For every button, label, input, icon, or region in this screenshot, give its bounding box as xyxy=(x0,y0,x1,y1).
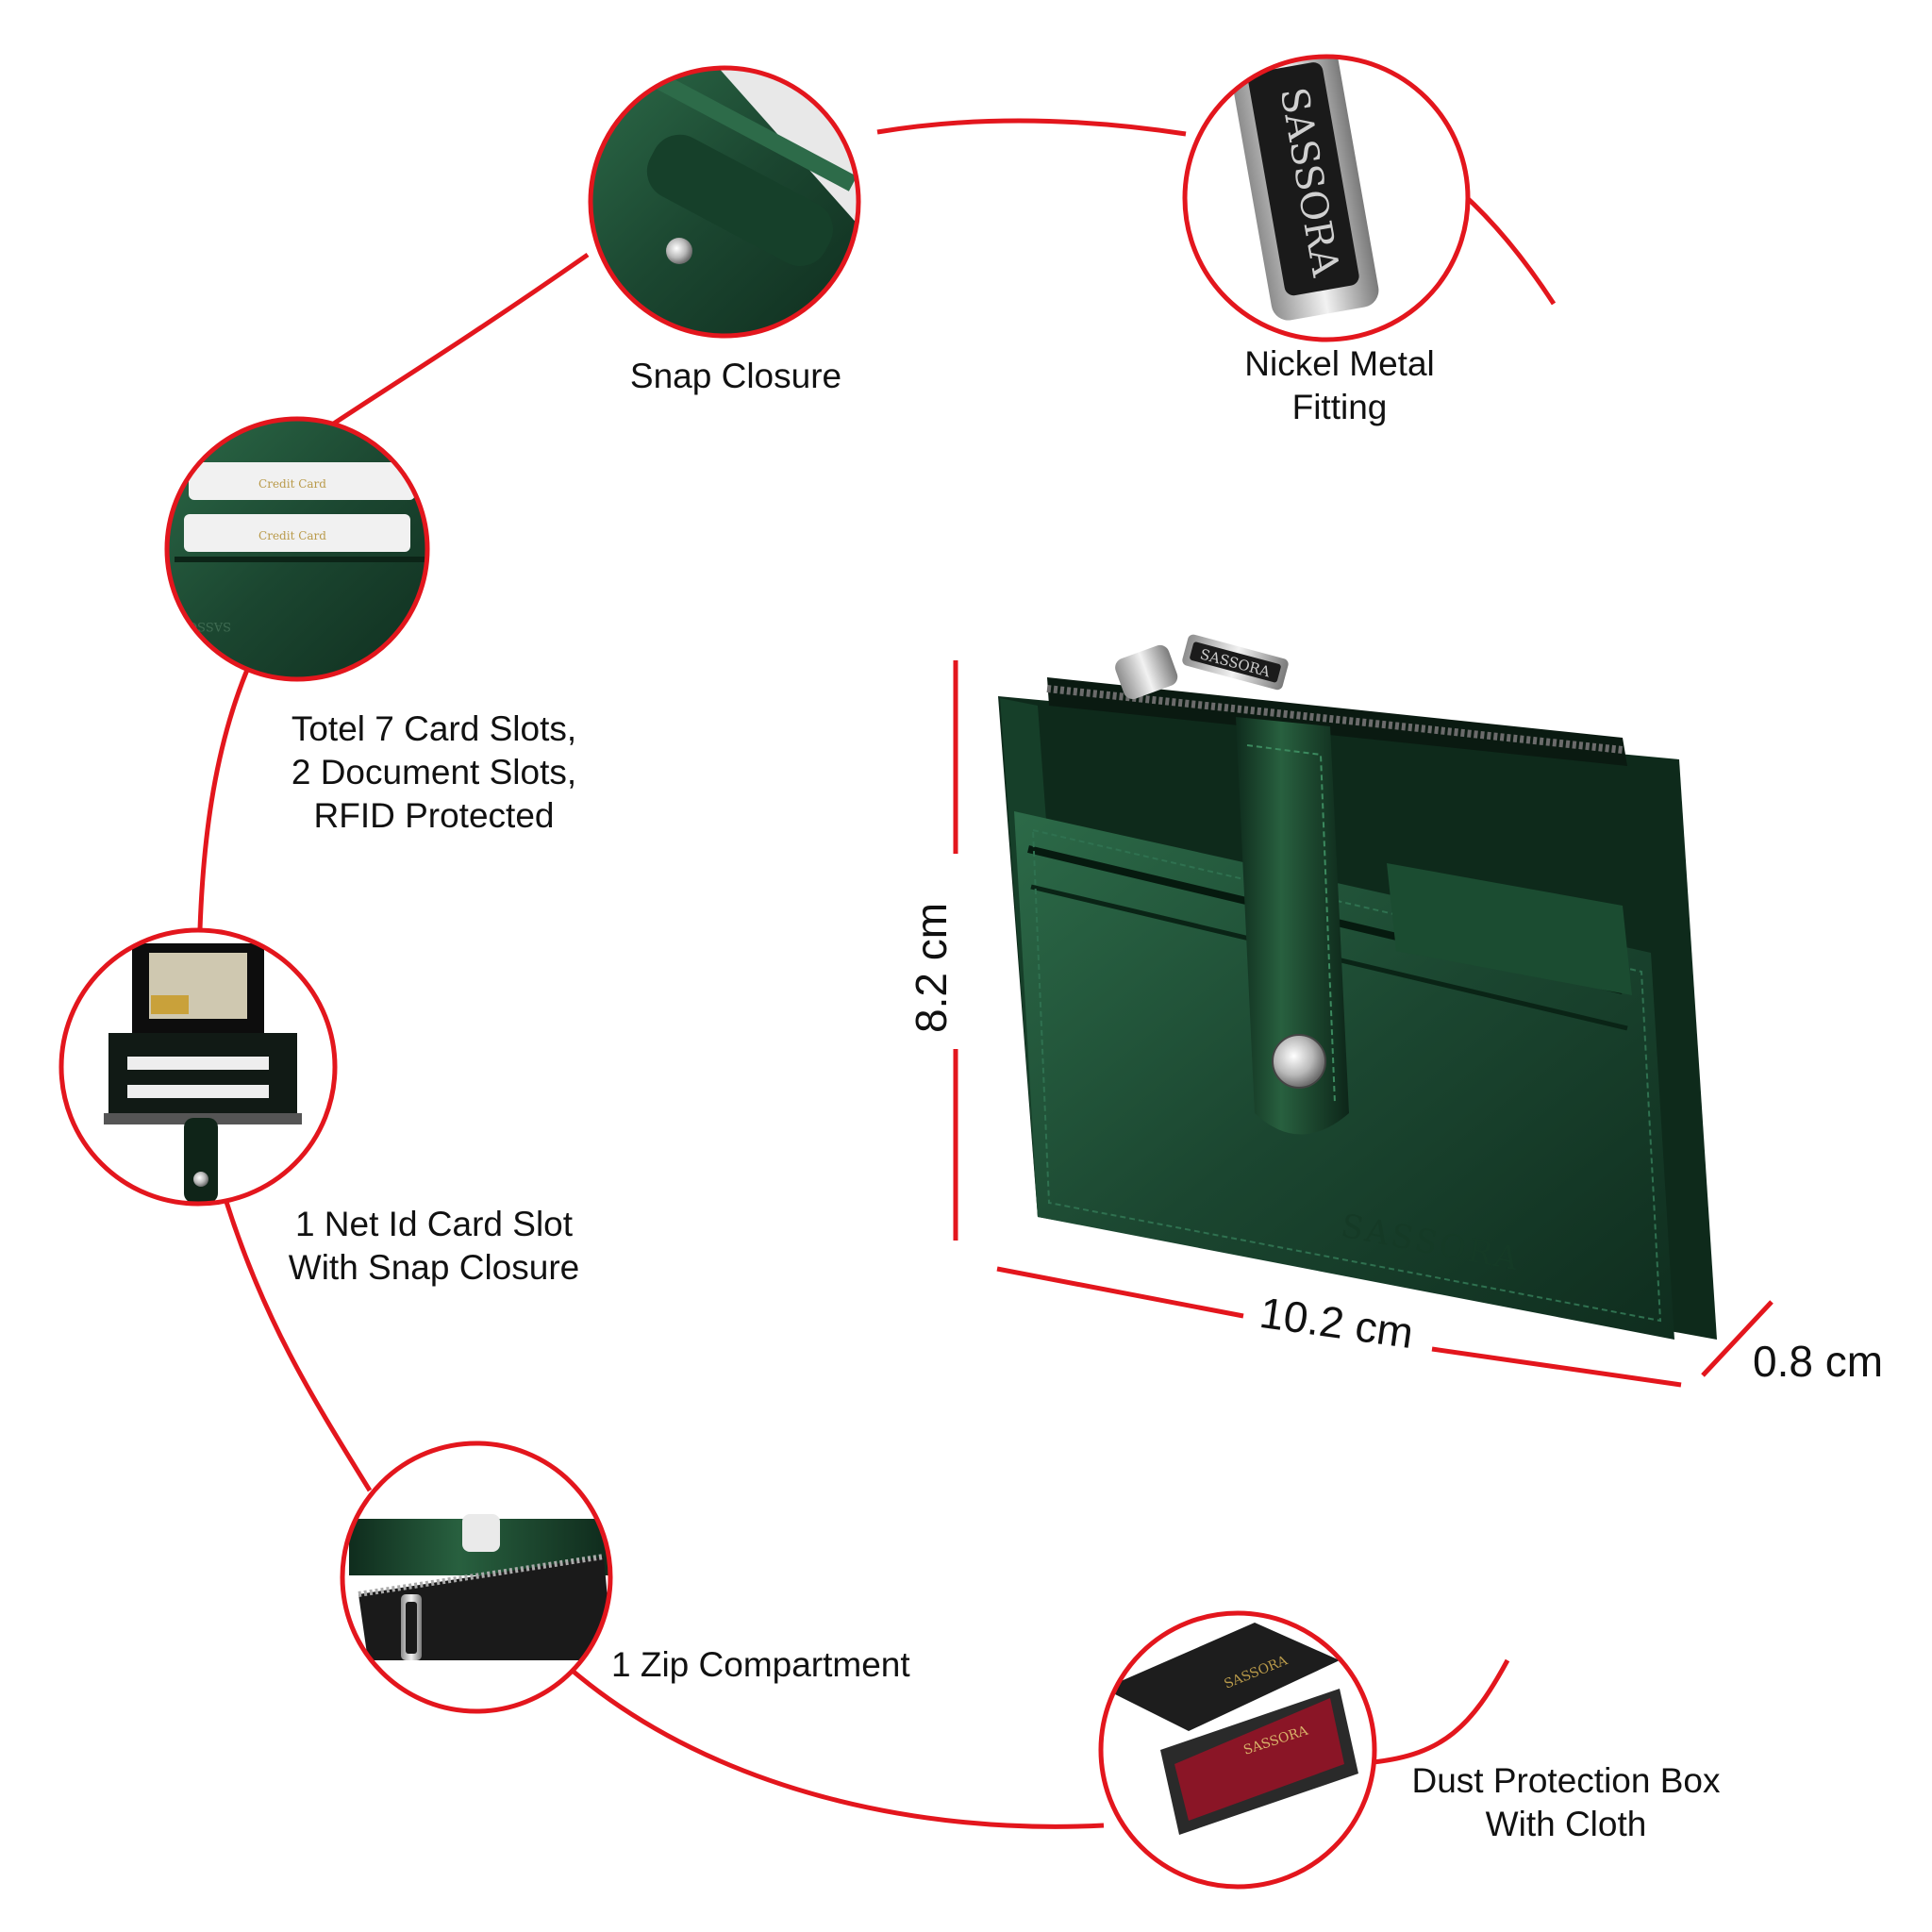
svg-text:Credit Card: Credit Card xyxy=(258,477,326,491)
snap-closure-detail xyxy=(588,65,861,339)
wallet-product: SASSORA SASSORA xyxy=(998,634,1717,1340)
svg-text:SASSORA: SASSORA xyxy=(169,619,231,633)
label-zip-compartment: 1 Zip Compartment xyxy=(611,1645,910,1684)
card-slots-detail: Credit Card Credit Card SASSORA xyxy=(164,416,430,682)
dust-box-detail: SASSORA SASSORA xyxy=(1098,1610,1377,1890)
connector-arc xyxy=(197,118,1557,1829)
label-net-id-slot: 1 Net Id Card Slot With Snap Closure xyxy=(288,1205,580,1287)
label-snap-closure: Snap Closure xyxy=(629,357,842,395)
dimension-depth: 0.8 cm xyxy=(1753,1337,1884,1386)
zip-compartment-detail xyxy=(340,1441,613,1714)
label-dust-protection: Dust Protection Box With Cloth xyxy=(1411,1761,1721,1843)
dimension-height: 8.2 cm xyxy=(907,902,956,1033)
label-nickel-metal-fitting: Nickel Metal Fitting xyxy=(1244,344,1435,426)
label-card-slots: Totel 7 Card Slots, 2 Document Slots, RF… xyxy=(291,709,577,835)
dimension-lines xyxy=(953,660,1774,1388)
svg-text:Credit Card: Credit Card xyxy=(258,529,326,542)
nickel-tag-detail: SASSORA xyxy=(1182,54,1471,342)
id-slot-detail xyxy=(58,927,338,1207)
